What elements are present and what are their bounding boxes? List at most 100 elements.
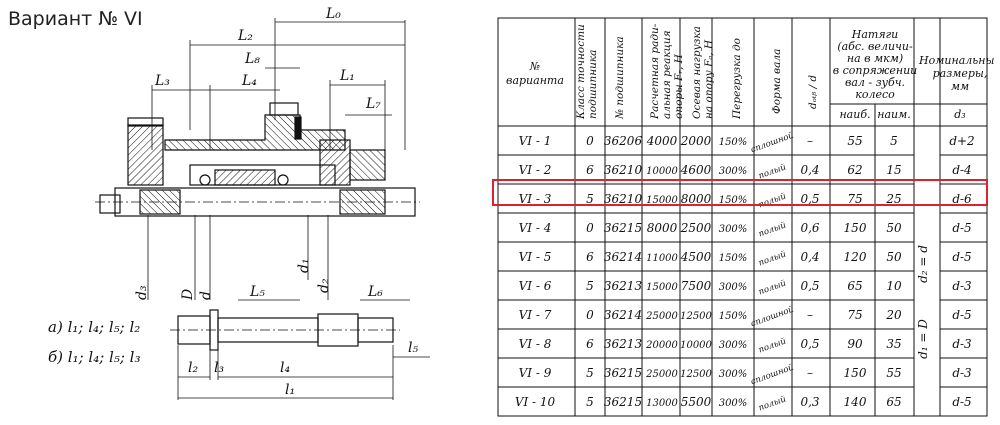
header-nominal-2: размеры, (933, 67, 988, 80)
cell-bearing: 36215 (604, 221, 642, 235)
cell-variant: VI - 10 (515, 395, 556, 409)
cell-naim: 35 (886, 337, 901, 351)
cell-shape: сплошной (749, 363, 795, 388)
cell-naib: 150 (844, 221, 867, 235)
label-L7: L₇ (365, 96, 381, 112)
cell-overload: 300% (719, 369, 748, 380)
header-accuracy-1: Класс точности (575, 24, 587, 120)
label-l1: l₁ (285, 382, 295, 398)
header-axial-2: на опору Fₐ, Н (703, 39, 715, 119)
cell-accuracy: 6 (586, 337, 594, 351)
legend-a: а) l₁; l₄; l₅; l₂ (48, 318, 140, 336)
cell-radial: 10000 (646, 166, 678, 177)
cell-axial: 7500 (681, 279, 712, 293)
merged-d2-eq-d: d₂ = d (916, 245, 930, 283)
cell-overload: 150% (719, 195, 748, 206)
cell-accuracy: 5 (586, 366, 594, 380)
cell-ratio: 0,5 (800, 279, 819, 293)
cell-variant: VI - 3 (519, 192, 552, 206)
header-interference-1: Натяги (851, 28, 899, 41)
header-naib: наиб. (839, 108, 870, 121)
cell-bearing: 36210 (604, 163, 643, 177)
label-l3: l₃ (214, 360, 224, 376)
cell-axial: 4600 (680, 163, 712, 177)
cell-naim: 10 (886, 279, 902, 293)
cell-accuracy: 0 (586, 308, 594, 322)
cell-d3: d-5 (952, 395, 971, 409)
cell-naim: 15 (886, 163, 901, 177)
label-L1: L₁ (339, 68, 355, 84)
cell-variant: VI - 2 (519, 163, 552, 177)
cell-accuracy: 0 (586, 221, 594, 235)
header-variant-1: № (529, 60, 540, 73)
cell-naib: 90 (847, 337, 863, 351)
header-interference-5: вал - зубч. (845, 76, 905, 89)
cell-d3: d+2 (949, 134, 974, 148)
cell-naib: 65 (847, 279, 862, 293)
header-nominal-1: Номинальные (918, 54, 995, 67)
cell-shape: полый (757, 278, 787, 297)
cell-naib: 120 (844, 250, 867, 264)
cell-ratio: – (807, 366, 813, 380)
label-l2: l₂ (188, 360, 198, 376)
header-interference-3: на в мкм) (847, 52, 903, 65)
cell-bearing: 36206 (604, 134, 643, 148)
cell-d3: d-3 (952, 337, 972, 351)
label-D: D (180, 289, 196, 301)
cell-bearing: 36215 (604, 366, 642, 380)
legend-b: б) l₁; l₄; l₅; l₃ (48, 348, 140, 366)
cell-variant: VI - 1 (519, 134, 552, 148)
label-L6: L₆ (367, 284, 383, 300)
cell-accuracy: 6 (586, 163, 594, 177)
cell-shape: полый (757, 394, 787, 413)
cell-axial: 8000 (681, 192, 712, 206)
cell-variant: VI - 9 (519, 366, 552, 380)
header-bearing: № подшипника (614, 36, 626, 120)
cell-overload: 150% (719, 253, 748, 264)
cell-radial: 11000 (646, 253, 678, 264)
cell-bearing: 36214 (604, 308, 642, 322)
cell-radial: 13000 (646, 398, 678, 409)
cell-radial: 25000 (645, 311, 678, 322)
label-l5: l₅ (408, 340, 418, 356)
diameter-lines (147, 215, 410, 301)
cell-naim: 65 (886, 395, 901, 409)
cell-shape: полый (757, 162, 787, 181)
cell-bearing: 36215 (604, 395, 642, 409)
cell-accuracy: 5 (586, 395, 594, 409)
label-d3: d₃ (134, 285, 150, 300)
cell-radial: 15000 (646, 282, 678, 293)
header-overload: Перегрузка до (731, 38, 743, 120)
header-radial-2: альная реакция (661, 30, 673, 119)
cell-ratio: 0,6 (800, 221, 819, 235)
cell-naim: 20 (885, 308, 902, 322)
cell-axial: 4500 (680, 250, 712, 264)
header-variant-2: варианта (506, 74, 564, 87)
cell-ratio: 0,4 (800, 163, 819, 177)
cell-variant: VI - 5 (519, 250, 552, 264)
header-shape: Форма вала (771, 49, 783, 114)
header-radial-1: Расчетная ради- (649, 23, 661, 120)
cell-bearing: 36210 (604, 192, 643, 206)
header-naim: наим. (877, 108, 911, 121)
cell-accuracy: 5 (586, 279, 594, 293)
merged-d1-eq-D: d₁ = D (916, 319, 930, 359)
cell-d3: d-5 (952, 250, 971, 264)
cell-accuracy: 6 (586, 250, 594, 264)
cell-naim: 5 (890, 134, 898, 148)
header-axial-1: Осевая нагрузка (691, 26, 703, 119)
cell-naim: 25 (885, 192, 901, 206)
table-header: № варианта Класс точности подшипника № п… (506, 23, 995, 121)
sketch-dimensions (177, 345, 430, 400)
cell-radial: 15000 (646, 195, 678, 206)
cell-naib: 140 (844, 395, 867, 409)
cell-axial: 10000 (680, 340, 712, 351)
